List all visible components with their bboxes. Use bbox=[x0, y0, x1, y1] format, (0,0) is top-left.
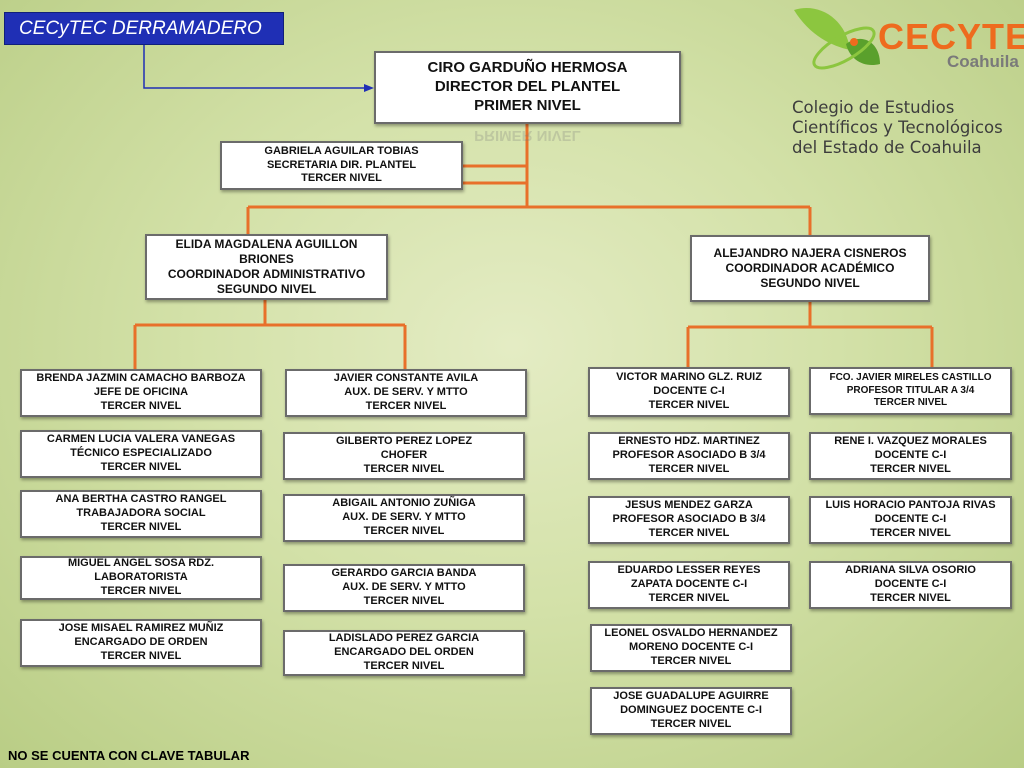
node-b3-text: ABIGAIL ANTONIO ZUÑIGA AUX. DE SERV. Y M… bbox=[332, 497, 476, 537]
node-c1: VICTOR MARINO GLZ. RUIZ DOCENTE C-I TERC… bbox=[588, 367, 790, 417]
node-c1-text: VICTOR MARINO GLZ. RUIZ DOCENTE C-I TERC… bbox=[616, 371, 762, 411]
node-coord-acad-text: ALEJANDRO NAJERA CISNEROS COORDINADOR AC… bbox=[713, 246, 907, 290]
node-d2: RENE I. VAZQUEZ MORALES DOCENTE C-I TERC… bbox=[809, 432, 1012, 480]
node-b4-text: GERARDO GARCIA BANDA AUX. DE SERV. Y MTT… bbox=[331, 567, 477, 607]
node-coord-admin: ELIDA MAGDALENA AGUILLON BRIONES COORDIN… bbox=[145, 234, 388, 300]
connector-lines bbox=[133, 124, 934, 370]
node-c5-text: LEONEL OSVALDO HERNANDEZ MORENO DOCENTE … bbox=[604, 627, 778, 667]
node-d2-text: RENE I. VAZQUEZ MORALES DOCENTE C-I TERC… bbox=[834, 435, 987, 475]
node-a2: CARMEN LUCIA VALERA VANEGAS TÉCNICO ESPE… bbox=[20, 430, 262, 478]
node-b3: ABIGAIL ANTONIO ZUÑIGA AUX. DE SERV. Y M… bbox=[283, 494, 525, 542]
node-a3: ANA BERTHA CASTRO RANGEL TRABAJADORA SOC… bbox=[20, 490, 262, 538]
badge-arrow-head bbox=[364, 84, 374, 92]
node-director: CIRO GARDUÑO HERMOSA DIRECTOR DEL PLANTE… bbox=[374, 51, 681, 124]
node-c2: ERNESTO HDZ. MARTINEZ PROFESOR ASOCIADO … bbox=[588, 432, 790, 480]
footer-note: NO SE CUENTA CON CLAVE TABULAR bbox=[8, 748, 250, 763]
node-secretaria: GABRIELA AGUILAR TOBIAS SECRETARIA DIR. … bbox=[220, 141, 463, 190]
node-c3-text: JESUS MENDEZ GARZA PROFESOR ASOCIADO B 3… bbox=[612, 499, 766, 539]
node-a4: MIGUEL ANGEL SOSA RDZ. LABORATORISTA TER… bbox=[20, 556, 262, 600]
node-a1: BRENDA JAZMIN CAMACHO BARBOZA JEFE DE OF… bbox=[20, 369, 262, 417]
logo-name: CECYTE bbox=[878, 16, 1024, 57]
node-a5-text: JOSE MISAEL RAMIREZ MUÑIZ ENCARGADO DE O… bbox=[58, 622, 224, 662]
node-d3: LUIS HORACIO PANTOJA RIVAS DOCENTE C-I T… bbox=[809, 496, 1012, 544]
node-a2-text: CARMEN LUCIA VALERA VANEGAS TÉCNICO ESPE… bbox=[46, 433, 236, 473]
node-a5: JOSE MISAEL RAMIREZ MUÑIZ ENCARGADO DE O… bbox=[20, 619, 262, 667]
node-b5-text: LADISLADO PEREZ GARCIA ENCARGADO DEL ORD… bbox=[328, 632, 480, 672]
node-c2-text: ERNESTO HDZ. MARTINEZ PROFESOR ASOCIADO … bbox=[612, 435, 766, 475]
node-coord-acad: ALEJANDRO NAJERA CISNEROS COORDINADOR AC… bbox=[690, 235, 930, 302]
node-c6: JOSE GUADALUPE AGUIRRE DOMINGUEZ DOCENTE… bbox=[590, 687, 792, 735]
campus-title-badge: CECyTEC DERRAMADERO bbox=[4, 12, 284, 45]
logo-region: Coahuila bbox=[947, 52, 1019, 71]
node-a1-text: BRENDA JAZMIN CAMACHO BARBOZA JEFE DE OF… bbox=[36, 372, 246, 412]
badge-arrow-line bbox=[143, 45, 366, 89]
node-d4: ADRIANA SILVA OSORIO DOCENTE C-I TERCER … bbox=[809, 561, 1012, 609]
node-b2-text: GILBERTO PEREZ LOPEZ CHOFER TERCER NIVEL bbox=[335, 435, 473, 475]
node-c6-text: JOSE GUADALUPE AGUIRRE DOMINGUEZ DOCENTE… bbox=[613, 690, 769, 730]
node-a3-text: ANA BERTHA CASTRO RANGEL TRABAJADORA SOC… bbox=[55, 493, 227, 533]
node-secretaria-text: GABRIELA AGUILAR TOBIAS SECRETARIA DIR. … bbox=[264, 144, 419, 185]
node-c4: EDUARDO LESSER REYES ZAPATA DOCENTE C-I … bbox=[588, 561, 790, 609]
node-b1: JAVIER CONSTANTE AVILA AUX. DE SERV. Y M… bbox=[285, 369, 527, 417]
node-b4: GERARDO GARCIA BANDA AUX. DE SERV. Y MTT… bbox=[283, 564, 525, 612]
node-coord-admin-text: ELIDA MAGDALENA AGUILLON BRIONES COORDIN… bbox=[167, 237, 366, 296]
node-director-text: CIRO GARDUÑO HERMOSA DIRECTOR DEL PLANTE… bbox=[427, 59, 628, 114]
cecyte-logo-icon bbox=[794, 7, 880, 70]
node-d1: FCO. JAVIER MIRELES CASTILLO PROFESOR TI… bbox=[809, 367, 1012, 415]
node-c3: JESUS MENDEZ GARZA PROFESOR ASOCIADO B 3… bbox=[588, 496, 790, 544]
node-b1-text: JAVIER CONSTANTE AVILA AUX. DE SERV. Y M… bbox=[333, 372, 479, 412]
node-b5: LADISLADO PEREZ GARCIA ENCARGADO DEL ORD… bbox=[283, 630, 525, 676]
node-a4-text: MIGUEL ANGEL SOSA RDZ. LABORATORISTA TER… bbox=[67, 557, 215, 597]
node-d4-text: ADRIANA SILVA OSORIO DOCENTE C-I TERCER … bbox=[845, 564, 976, 604]
logo-caption: Colegio de Estudios Científicos y Tecnol… bbox=[792, 98, 1003, 157]
node-b2: GILBERTO PEREZ LOPEZ CHOFER TERCER NIVEL bbox=[283, 432, 525, 480]
node-c4-text: EDUARDO LESSER REYES ZAPATA DOCENTE C-I … bbox=[617, 564, 761, 604]
node-c5: LEONEL OSVALDO HERNANDEZ MORENO DOCENTE … bbox=[590, 624, 792, 672]
node-d3-text: LUIS HORACIO PANTOJA RIVAS DOCENTE C-I T… bbox=[825, 499, 996, 539]
node-d1-text: FCO. JAVIER MIRELES CASTILLO PROFESOR TI… bbox=[829, 372, 992, 409]
